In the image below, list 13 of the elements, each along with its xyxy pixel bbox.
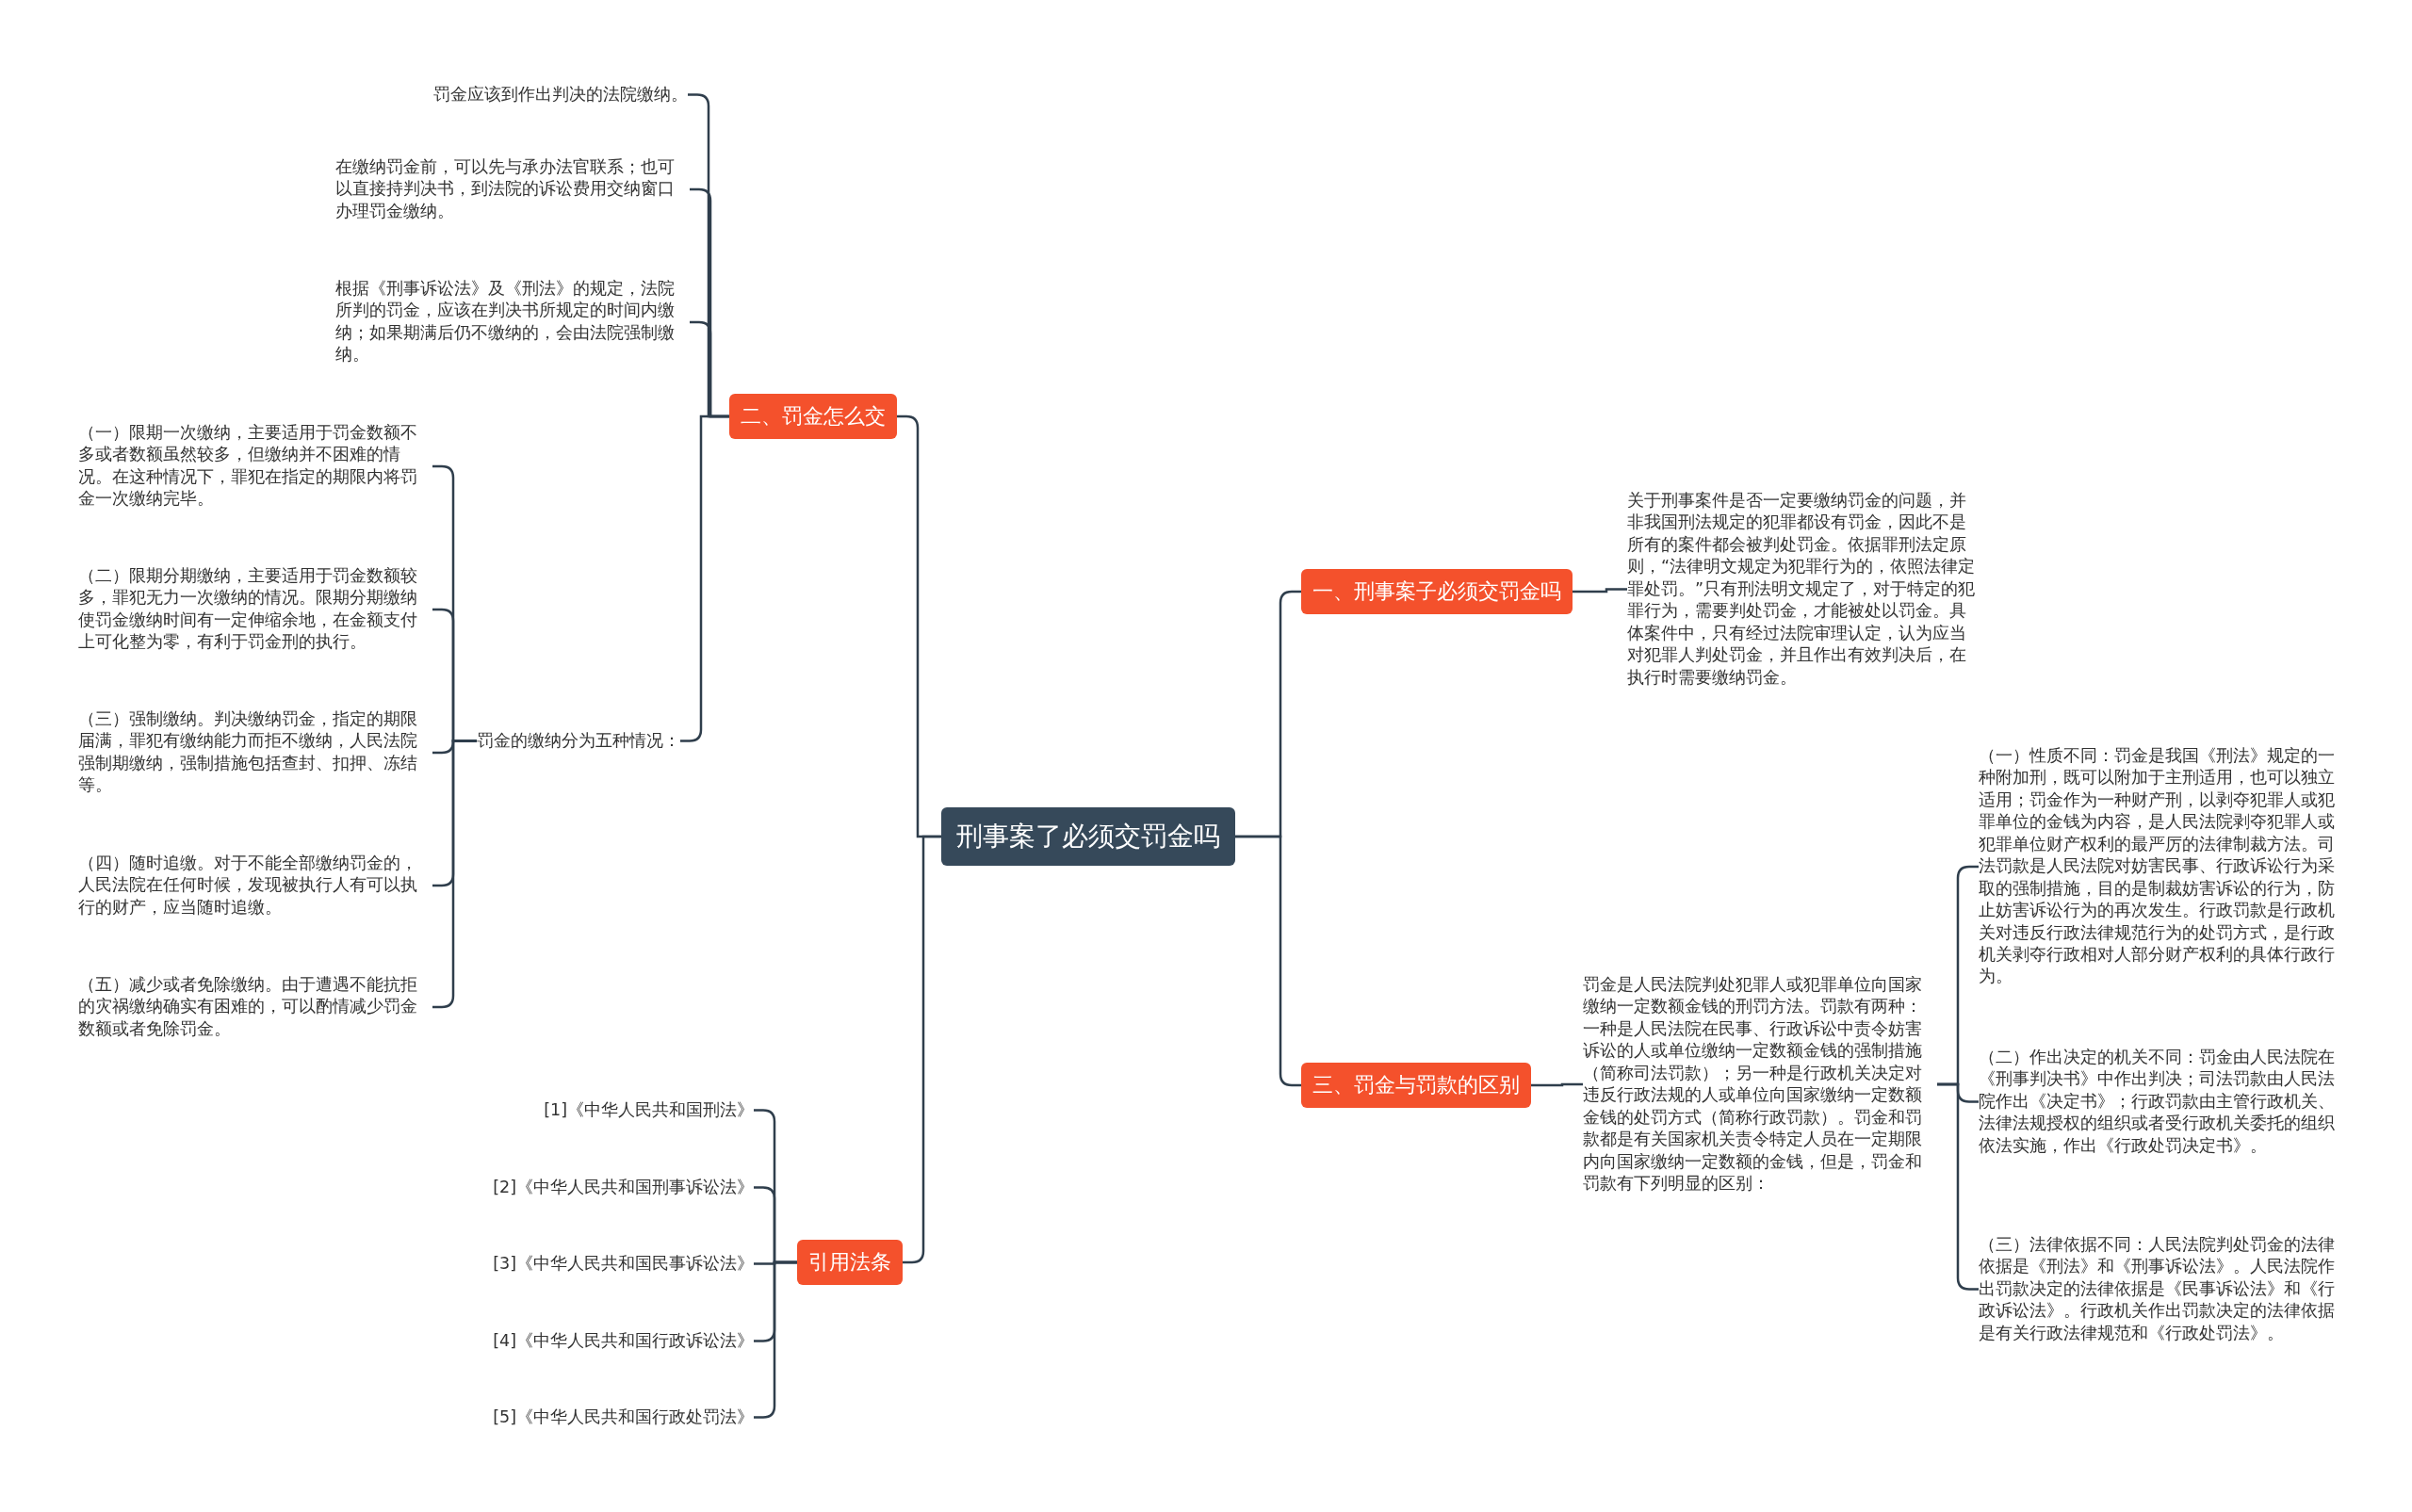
connector-line bbox=[1531, 1082, 1583, 1087]
central-topic: 刑事案了必须交罚金吗 bbox=[941, 807, 1235, 866]
branch-topic: 一、刑事案子必须交罚金吗 bbox=[1301, 569, 1573, 614]
connector-line bbox=[1937, 1082, 1979, 1291]
connector-line bbox=[680, 415, 729, 742]
connector-line bbox=[432, 740, 477, 1009]
connector-line bbox=[903, 835, 941, 1264]
connector-line bbox=[1573, 588, 1627, 593]
connector-line bbox=[1235, 835, 1301, 1087]
branch-topic: 引用法条 bbox=[797, 1240, 903, 1285]
branch-topic: 二、罚金怎么交 bbox=[729, 394, 897, 439]
branch-topic: 三、罚金与罚款的区别 bbox=[1301, 1063, 1531, 1108]
connector-line bbox=[754, 1260, 797, 1419]
